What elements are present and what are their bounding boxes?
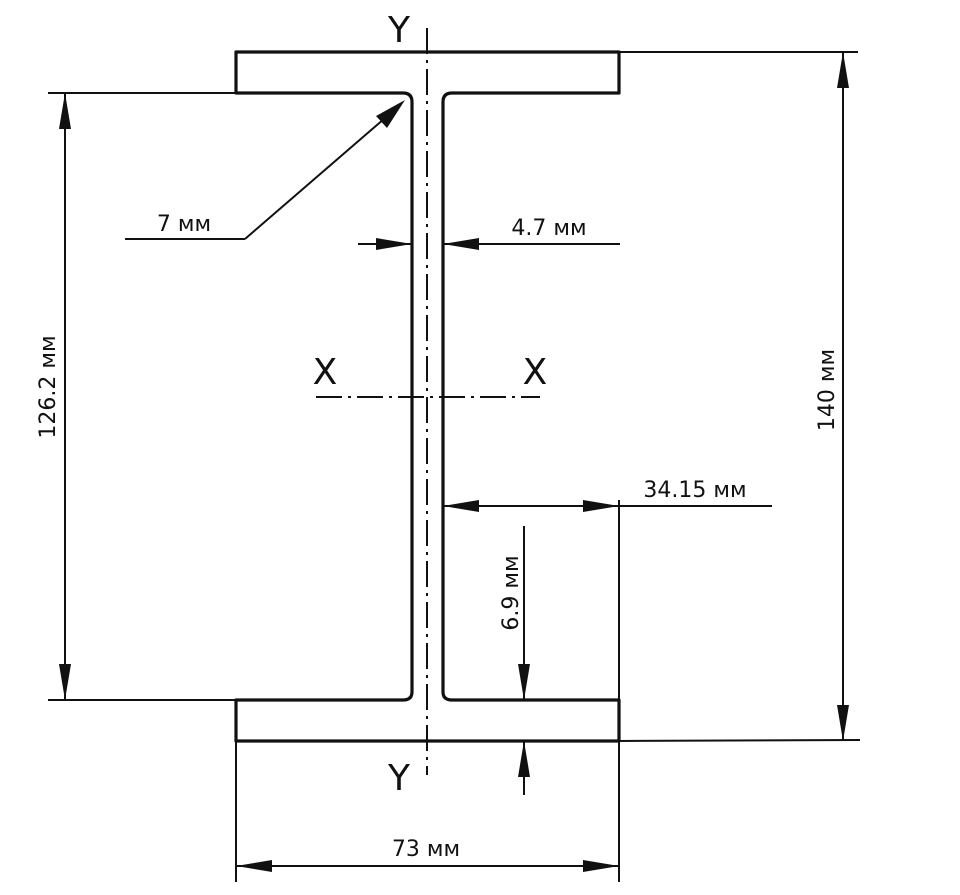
flange-width-label: 73 мм [392, 837, 460, 862]
half-flange-arrow-left [443, 500, 479, 512]
total-height-label: 140 мм [815, 349, 840, 431]
flange-thickness-arrow-bottom [518, 741, 530, 777]
axis-label-y-bottom: Y [387, 758, 411, 799]
flange-width-arrow-right [583, 860, 619, 872]
axis-label-x-left: X [313, 352, 338, 393]
total-height-arrow-bottom [837, 705, 849, 741]
half-flange-arrow-right [583, 500, 619, 512]
axis-label-x-right: X [523, 352, 548, 393]
flange-thickness-label: 6.9 мм [499, 555, 524, 630]
inner-height-arrow-bottom [59, 664, 71, 700]
fillet-leader-arrowhead [376, 100, 405, 128]
total-height-arrow-top [837, 52, 849, 88]
flange-width-arrow-left [236, 860, 272, 872]
web-thickness-arrow-left [376, 238, 412, 250]
total-height-ext-bottom [618, 739, 861, 742]
web-thickness-label: 4.7 мм [511, 216, 586, 241]
flange-thickness-arrow-top [518, 664, 530, 700]
web-thickness-arrow-right [443, 238, 479, 250]
axis-label-y-top: Y [387, 10, 411, 51]
inner-height-arrow-top [59, 93, 71, 129]
fillet-radius-label: 7 мм [157, 212, 211, 237]
half-flange-label: 34.15 мм [643, 478, 746, 503]
inner-height-label: 126.2 мм [36, 335, 61, 438]
fillet-leader-diagonal [244, 111, 393, 240]
